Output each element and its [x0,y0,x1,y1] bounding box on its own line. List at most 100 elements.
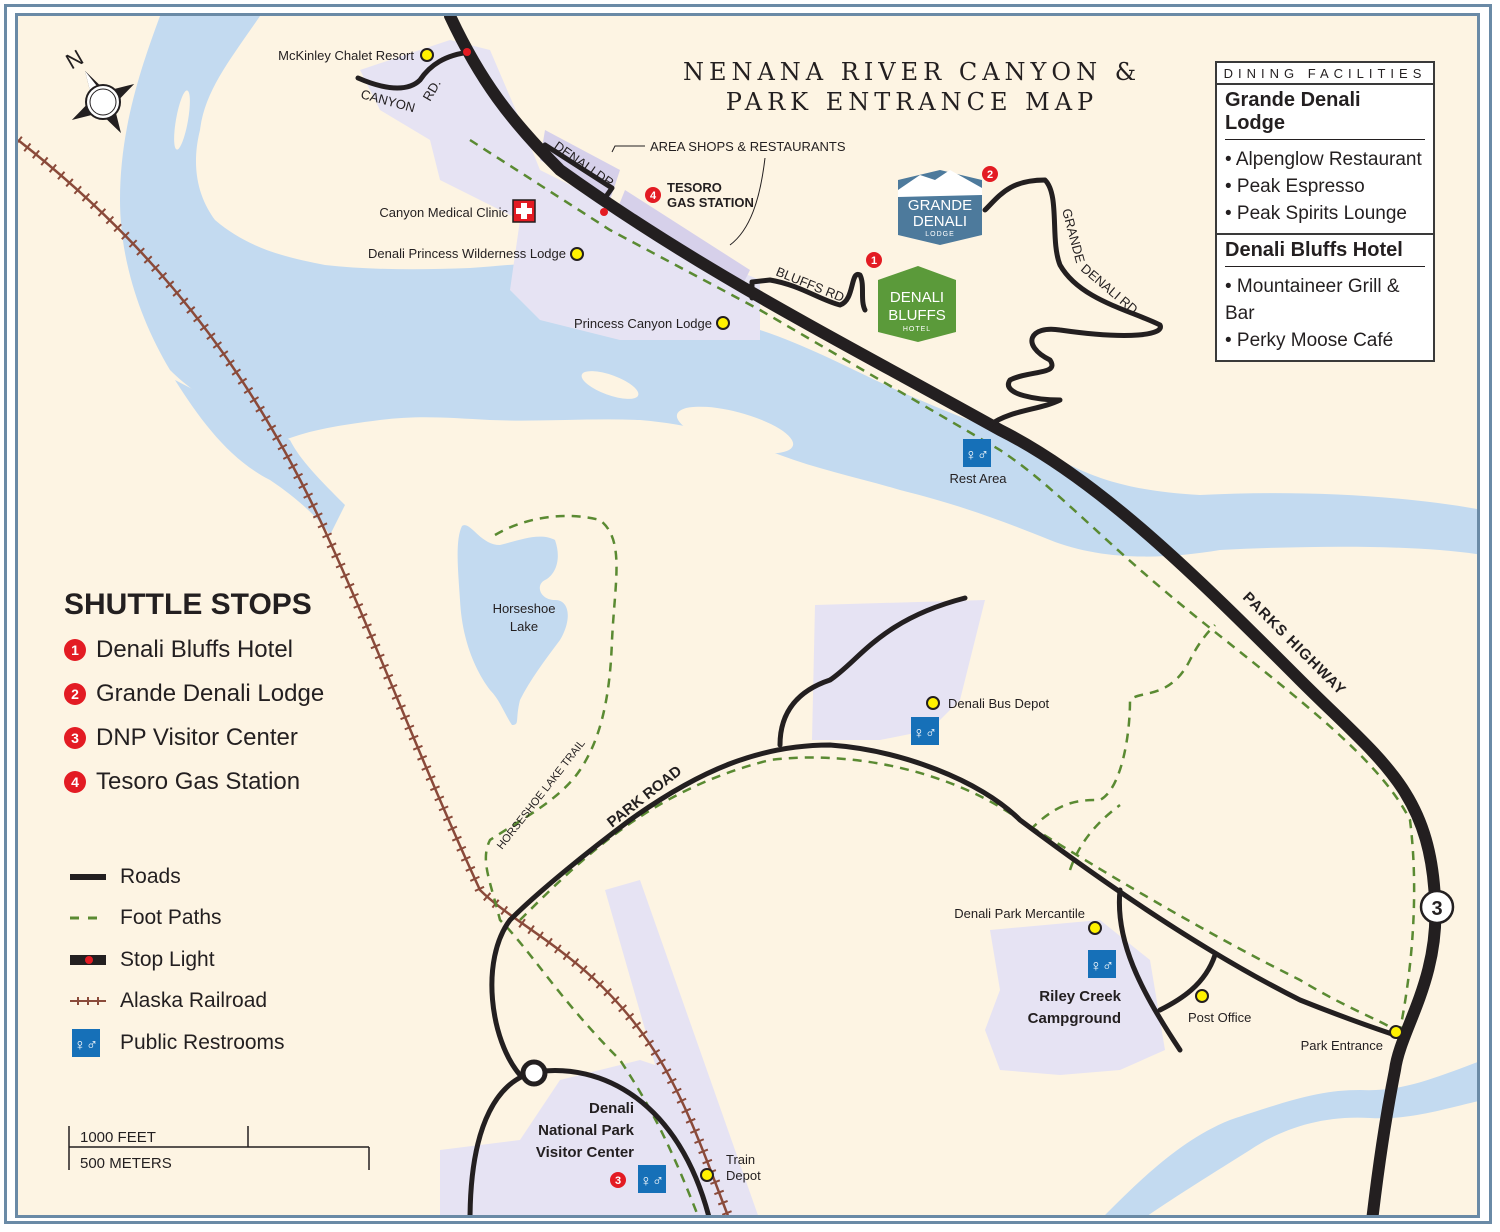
svg-text:HOTEL: HOTEL [903,326,931,333]
railroad-icon [70,994,108,1008]
grande-denali-logo[interactable]: GRANDE DENALI LODGE [898,170,982,245]
svg-text:Depot[interactable]: Depot [726,1168,761,1183]
stop-light-icon [70,953,108,967]
svg-text:♀♂: ♀♂ [913,725,937,742]
label-post-office[interactable]: Post Office [1188,1010,1251,1025]
stop-number-badge: 3 [64,727,86,749]
map-title-line2: PARK ENTRANCE MAP [726,88,1098,116]
shuttle-stop-item: 2 Grande Denali Lodge [64,678,324,710]
road-label-grande-denali: GRANDE [1059,207,1088,265]
park-road [489,742,1398,1078]
key-item-roads: Roads [70,856,285,898]
dining-venue-name: Denali Bluffs Hotel [1225,239,1425,267]
shuttle-stop-item: 4 Tesoro Gas Station [64,766,324,798]
shuttle-stop-3-marker[interactable] [610,1172,626,1188]
alaska-railroad [18,136,734,1215]
svg-text:2: 2 [987,169,993,181]
stop-light [600,208,608,216]
shuttle-stop-item: 1 Denali Bluffs Hotel [64,634,324,666]
svg-text:4: 4 [650,190,657,202]
label-riley-creek[interactable]: Riley Creek [1039,988,1121,1005]
shuttle-stop-1-marker[interactable] [866,252,882,268]
key-item-railroad: Alaska Railroad [70,981,285,1023]
dining-section-grande-denali: Grande Denali Lodge • Alpenglow Restaura… [1217,85,1433,233]
svg-text:BLUFFS: BLUFFS [888,307,946,324]
svg-text:♀♂: ♀♂ [640,1173,664,1190]
compass-north-label: N [61,45,87,75]
label-gas-station[interactable]: GAS STATION [667,195,754,210]
arrow-icon [611,145,645,153]
key-item-foot-paths: Foot Paths [70,898,285,940]
restroom-icon: ♀♂ [963,439,991,467]
dining-item: • Mountaineer Grill & Bar [1225,276,1400,324]
map-key: Roads Foot Paths Stop Light Alaska Railr… [70,856,285,1064]
label-mckinley-chalet[interactable]: McKinley Chalet Resort [278,48,414,63]
map-canvas: N NENANA RIVER CANYON & PARK ENTRANCE MA… [15,13,1480,1218]
stop-number-badge: 2 [64,683,86,705]
svg-text:♀♂: ♀♂ [965,447,989,464]
developed-areas [360,40,1165,1215]
roundabout [520,1059,548,1087]
scale-meters-label: 500 METERS [80,1155,172,1170]
dining-item: • Peak Spirits Lounge [1225,203,1407,224]
shuttle-stops-legend: SHUTTLE STOPS 1 Denali Bluffs Hotel 2 Gr… [64,588,324,798]
label-horseshoe-lake: Horseshoe [493,601,556,616]
label-tesoro[interactable]: TESORO [667,180,722,195]
dining-item: • Alpenglow Restaurant [1225,149,1422,170]
key-item-stop-light: Stop Light [70,939,285,981]
foot-path-icon [70,911,108,925]
label-visitor-center[interactable]: Denali [589,1100,634,1117]
label-rest-area[interactable]: Rest Area [949,471,1007,486]
label-mercantile[interactable]: Denali Park Mercantile [954,906,1085,921]
svg-text:DENALI: DENALI [913,213,967,230]
road-line-icon [70,870,108,884]
scale-feet-label: 1000 FEET [80,1129,156,1146]
label-princess-wilderness[interactable]: Denali Princess Wilderness Lodge [368,246,566,261]
dining-item: • Peak Espresso [1225,176,1365,197]
dining-header: DINING FACILITIES [1217,63,1433,85]
medical-cross-icon [512,199,536,223]
stop-number-badge: 1 [64,639,86,661]
restroom-icon: ♀♂ [70,1028,108,1057]
svg-text:National Park[interactable]: National Park [538,1122,635,1139]
trail-label-horseshoe: HORSESHOE LAKE TRAIL [495,738,588,852]
svg-text:GRANDE: GRANDE [908,197,972,214]
svg-text:♀♂: ♀♂ [74,1037,98,1054]
svg-text:LODGE: LODGE [925,231,955,238]
shuttle-stop-item: 3 DNP Visitor Center [64,722,324,754]
svg-text:DENALI: DENALI [890,289,944,306]
key-item-restrooms: ♀♂ Public Restrooms [70,1022,285,1064]
shuttle-stop-4-marker[interactable] [645,187,661,203]
svg-text:Visitor Center[interactable]: Visitor Center [536,1144,634,1161]
svg-text:Lake: Lake [510,619,538,634]
parks-highway [444,16,1442,1215]
dining-venue-name: Grande Denali Lodge [1225,89,1425,140]
foot-paths [469,138,1416,1215]
label-medical-clinic[interactable]: Canyon Medical Clinic [379,205,508,220]
svg-text:1: 1 [871,255,877,267]
scale-bar: 1000 FEET 500 METERS [68,1126,370,1172]
label-bus-depot[interactable]: Denali Bus Depot [948,696,1050,711]
denali-bluffs-logo[interactable]: DENALI BLUFFS HOTEL [878,266,956,342]
poi-markers [420,48,1403,1182]
map-svg: N NENANA RIVER CANYON & PARK ENTRANCE MA… [18,16,1477,1215]
restroom-icon: ♀♂ [1088,950,1116,978]
dining-section-denali-bluffs: Denali Bluffs Hotel • Mountaineer Grill … [1217,233,1433,360]
roads [355,16,1442,1215]
shuttle-stop-2-marker[interactable] [982,166,998,182]
compass-rose-icon [71,70,135,134]
shuttle-stops-heading: SHUTTLE STOPS [64,588,312,621]
label-park-entrance[interactable]: Park Entrance [1301,1038,1383,1053]
label-princess-canyon[interactable]: Princess Canyon Lodge [574,316,712,331]
horseshoe-lake [457,525,568,725]
restroom-icon: ♀♂ [638,1165,666,1193]
svg-text:Campground[interactable]: Campground [1028,1010,1121,1027]
label-area-shops[interactable]: AREA SHOPS & RESTAURANTS [650,139,846,154]
restroom-icon: ♀♂ [911,717,939,745]
map-title-line1: NENANA RIVER CANYON & [683,58,1141,86]
svg-text:♀♂: ♀♂ [1090,958,1114,975]
stop-number-badge: 4 [64,771,86,793]
label-train-depot[interactable]: Train [726,1152,755,1167]
highway-3-shield: 3 [1419,889,1455,925]
arrow-icon [729,157,766,246]
